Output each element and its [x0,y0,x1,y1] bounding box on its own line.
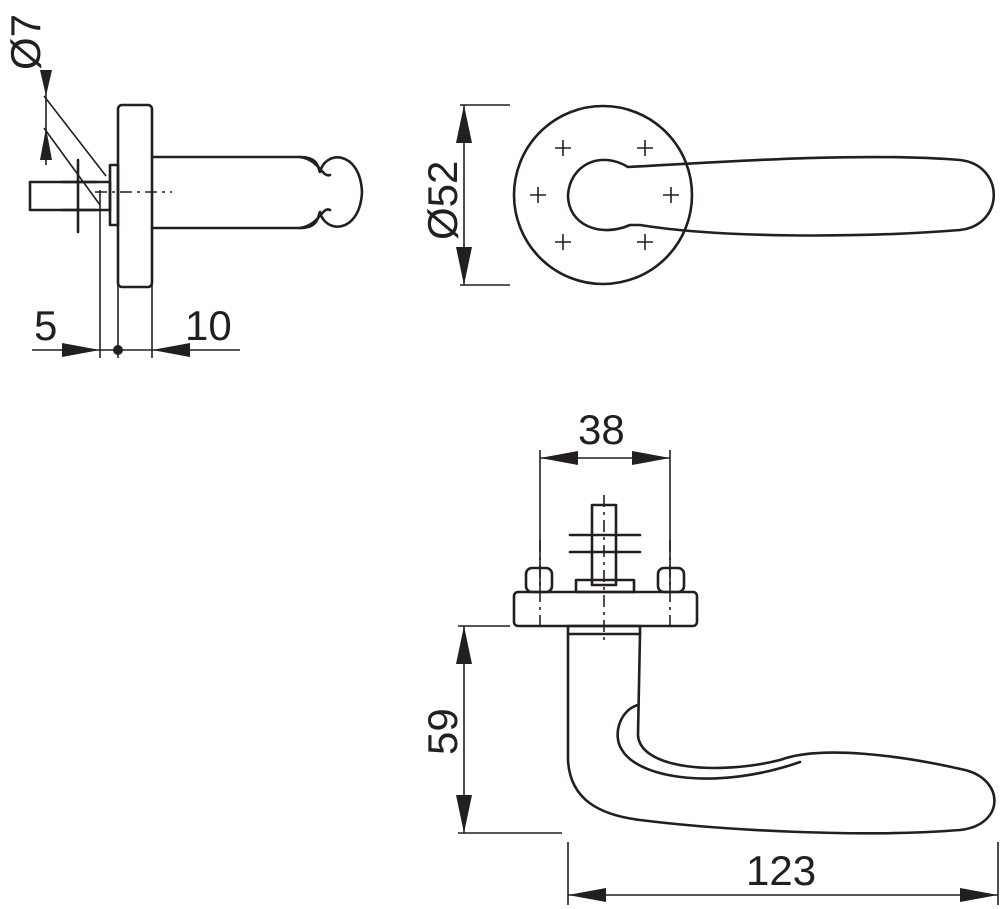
plan-spindle [568,503,642,594]
dim-rose-thickness: 10 [185,302,232,349]
side-view: Ø7 [2,14,364,358]
dim-rose-offset: 5 [34,302,57,349]
front-rose [512,104,694,286]
dim-spindle-diameter-line [40,70,107,206]
side-spindle [28,158,112,234]
plan-lever [566,632,996,835]
dim-spindle-diameter: Ø7 [2,14,49,70]
dim-lever-height: 59 [419,708,466,755]
plan-view: 38 59 [419,406,999,905]
dim-lever-length: 123 [746,847,816,894]
dim-rose-diameter: Ø52 [419,161,466,240]
side-rose [108,103,154,289]
front-screw-marks [530,140,679,250]
dim-fixing-distance: 38 [578,406,625,453]
side-lever [150,155,364,230]
front-view: Ø52 [419,104,995,286]
front-lever [566,155,995,237]
